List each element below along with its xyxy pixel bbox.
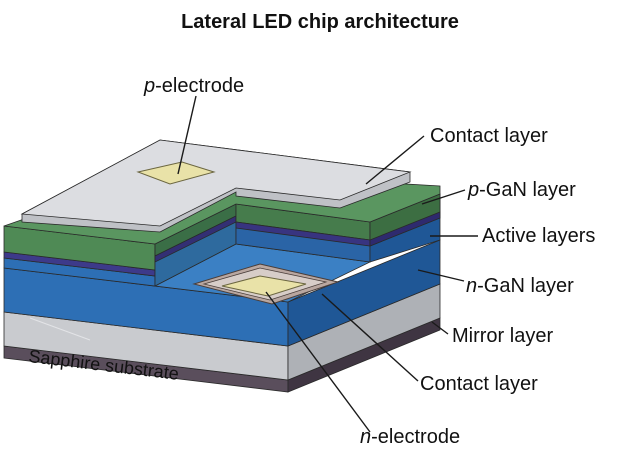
label-p-electrode: p-electrode	[143, 75, 244, 97]
label-contact-layer-top: Contact layer	[430, 125, 548, 147]
leader-contact-top	[365, 135, 425, 185]
label-n-gan-layer: n-GaN layer	[466, 275, 574, 297]
label-mirror-layer: Mirror layer	[452, 325, 553, 347]
label-contact-layer-bottom: Contact layer	[420, 373, 538, 395]
contact-layer-top	[20, 139, 412, 233]
leader-contact-bottom	[321, 293, 419, 382]
leader-n-gan	[417, 269, 465, 282]
p-electrode	[136, 161, 216, 185]
leader-p-electrode	[177, 95, 197, 175]
label-p-gan-layer: p-GaN layer	[467, 179, 576, 201]
label-n-electrode: n-electrode	[360, 426, 460, 448]
leader-p-gan	[421, 189, 466, 205]
upper-stack-front	[3, 225, 156, 287]
n-electrode	[221, 275, 307, 297]
leader-mirror	[431, 321, 449, 335]
diagram-title: Lateral LED chip architecture	[181, 11, 459, 33]
leader-lines	[177, 95, 478, 433]
leader-n-electrode	[265, 291, 371, 433]
label-active-layers: Active layers	[482, 225, 595, 247]
